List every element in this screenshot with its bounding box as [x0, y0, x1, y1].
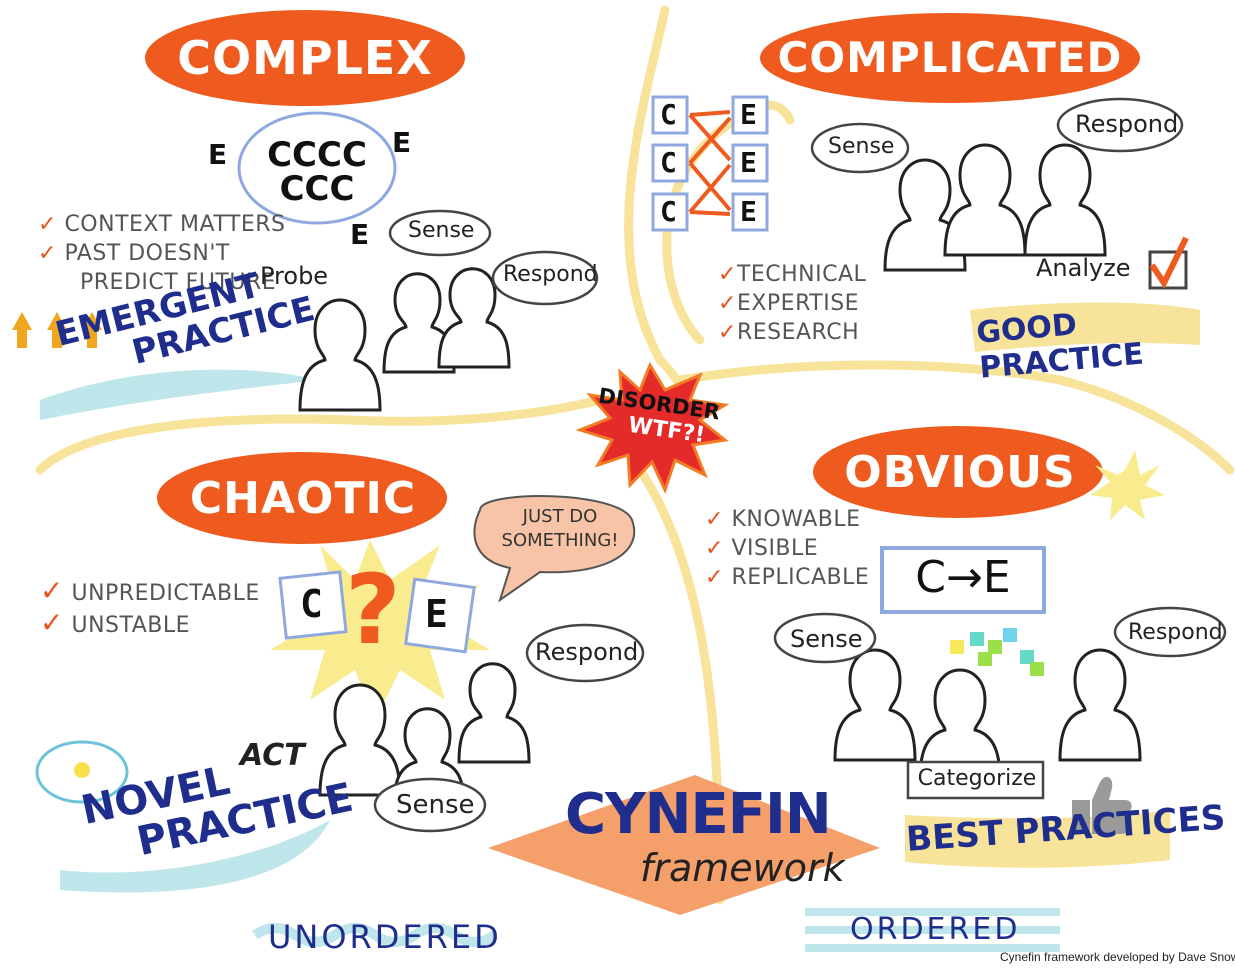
- emergent-swoosh: [40, 369, 320, 420]
- check-icon: ✓: [38, 212, 57, 237]
- good-practice-band: [970, 302, 1200, 352]
- complicated-c-2: C: [660, 146, 677, 179]
- complex-title: COMPLEX: [177, 31, 433, 85]
- complex-e-right: E: [392, 126, 412, 159]
- something-text: SOMETHING!: [501, 530, 619, 551]
- divider-left: [35, 395, 605, 475]
- chaotic-c: C: [300, 582, 323, 626]
- complicated-c-1: C: [660, 98, 677, 131]
- complex-check-2: PAST DOESN'T: [64, 241, 230, 266]
- just-do-text: JUST DO: [522, 506, 598, 527]
- thumbs-up-icon: [1072, 782, 1134, 832]
- check-icon: ✓: [705, 565, 724, 590]
- chaotic-c-box: [278, 570, 348, 640]
- complicated-sense-label: Sense: [828, 134, 895, 159]
- analyze-check: [1149, 236, 1189, 290]
- just-do-bubble: [473, 495, 636, 603]
- figures: [298, 143, 1142, 809]
- obvious-sense-label: Sense: [790, 625, 863, 653]
- complex-checklist: ✓ CONTEXT MATTERS ✓ PAST DOESN'T PREDICT…: [38, 210, 286, 297]
- thumbs-up-shape: [1072, 776, 1132, 834]
- emergent-arrows: [12, 312, 102, 348]
- obvious-ce-text: C→E: [915, 552, 1011, 603]
- ordered-stripes: [805, 908, 1060, 952]
- complicated-check-2: EXPERTISE: [736, 291, 860, 316]
- magnifier-icon: [960, 210, 990, 240]
- categorize-box: [906, 760, 1045, 800]
- pointing-hand-icon: [1110, 460, 1150, 510]
- complex-respond-label: Respond: [503, 262, 598, 287]
- check-icon: ✓: [705, 536, 724, 561]
- speech-clouds: [373, 97, 1227, 833]
- obvious-categorize-label: Categorize: [917, 766, 1037, 791]
- complicated-check-1: TECHNICAL: [736, 262, 867, 287]
- complicated-e-2: E: [740, 146, 757, 179]
- complex-sense-label: Sense: [408, 218, 475, 243]
- check-icon: ✓: [705, 507, 724, 532]
- chaotic-question: ?: [345, 554, 401, 666]
- complicated-c-3: C: [660, 195, 677, 228]
- check-icon: ✓: [40, 574, 64, 607]
- chaotic-ellipse: [157, 452, 447, 544]
- chaotic-sense-label: Sense: [396, 790, 475, 820]
- obvious-hand-burst: [1090, 450, 1165, 520]
- chaotic-respond-label: Respond: [535, 638, 639, 666]
- check-icon: ✓: [40, 606, 64, 639]
- obvious-respond-label: Respond: [1128, 620, 1223, 645]
- complicated-check-3: RESEARCH: [736, 320, 860, 345]
- chaotic-check-2: UNSTABLE: [71, 613, 191, 638]
- check-icon: ✓: [718, 262, 737, 287]
- framework-subtitle: framework: [640, 846, 845, 890]
- chaotic-e: E: [425, 592, 448, 636]
- chaotic-title: CHAOTIC: [189, 473, 417, 524]
- obvious-checklist: ✓ KNOWABLE ✓ VISIBLE ✓ REPLICABLE: [705, 505, 869, 592]
- ordered-label: ORDERED: [850, 912, 1021, 947]
- complicated-analyze-label: Analyze: [1036, 254, 1131, 282]
- cynefin-title: CYNEFIN: [565, 782, 832, 847]
- chaotic-check-1: UNPREDICTABLE: [71, 581, 260, 606]
- chaotic-e-box: [404, 577, 476, 654]
- chaotic-act-label: ACT: [240, 738, 305, 773]
- check-icon: ✓: [718, 320, 737, 345]
- obvious-check-3: REPLICABLE: [731, 565, 870, 590]
- chaotic-checklist: ✓ UNPREDICTABLE ✓ UNSTABLE: [40, 576, 260, 640]
- obvious-ce-box: [880, 546, 1046, 614]
- obvious-ellipse: [813, 426, 1103, 518]
- complicated-arrows: [688, 110, 732, 216]
- complex-check-3: PREDICT FUTURE: [80, 270, 277, 295]
- complicated-e-3: E: [740, 195, 757, 228]
- complicated-e-1: E: [740, 98, 757, 131]
- unordered-label: UNORDERED: [268, 918, 502, 956]
- complicated-title: COMPLICATED: [777, 33, 1123, 82]
- check-icon: ✓: [38, 241, 57, 266]
- novel-swoosh: [60, 820, 330, 893]
- complex-e-left: E: [208, 138, 228, 171]
- complicated-ce-boxes: [651, 95, 769, 232]
- just-do-something-bubble: JUST DO SOMETHING!: [490, 505, 630, 553]
- chaotic-burst: [270, 540, 490, 720]
- cynefin-diamond: [488, 775, 880, 915]
- credit-line: Cynefin framework developed by Dave Snow…: [1000, 950, 1235, 964]
- obvious-title: OBVIOUS: [844, 447, 1076, 498]
- obvious-check-2: VISIBLE: [731, 536, 819, 561]
- complicated-checklist: ✓TECHNICAL ✓EXPERTISE ✓RESEARCH: [718, 260, 866, 347]
- complex-probe-label: Probe: [260, 262, 329, 290]
- complicated-respond-label: Respond: [1075, 110, 1179, 138]
- complex-check-1: CONTEXT MATTERS: [64, 212, 286, 237]
- complex-ellipse: [145, 10, 465, 106]
- check-icon: ✓: [718, 291, 737, 316]
- complicated-ellipse: [760, 13, 1140, 103]
- complex-e-bottom: E: [350, 218, 370, 251]
- obvious-check-1: KNOWABLE: [731, 507, 861, 532]
- disorder-burst: [575, 361, 730, 495]
- sticky-notes: [950, 628, 1044, 676]
- divider-right: [675, 360, 1235, 475]
- complex-c-ring: [237, 111, 397, 225]
- unordered-wave: [252, 923, 498, 947]
- complex-c-cloud: CCCC CCC: [267, 135, 367, 209]
- novel-sun: [74, 762, 90, 778]
